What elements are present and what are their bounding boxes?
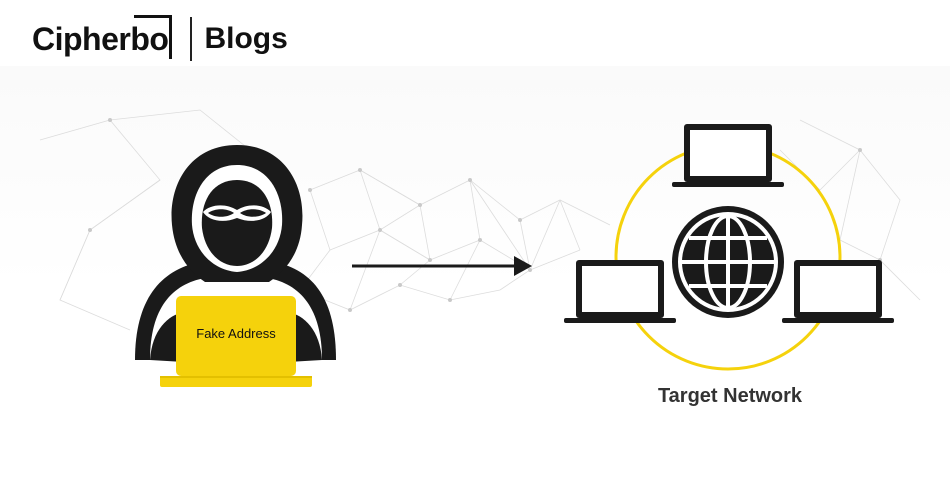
brand-logo[interactable]: Cipherbo <box>32 14 173 59</box>
laptop-icon-top <box>672 124 784 187</box>
target-label: Target Network <box>657 385 803 407</box>
attacker-laptop-icon <box>160 296 312 387</box>
globe-icon <box>672 206 784 318</box>
site-header: Cipherbo Blogs <box>32 12 288 66</box>
laptop-icon-left <box>564 260 676 323</box>
section-title[interactable]: Blogs <box>204 22 288 55</box>
laptop-icon-right <box>782 260 894 323</box>
header-divider <box>190 17 193 61</box>
brand-logo-frame <box>134 14 173 59</box>
brand-name: Cipherbo <box>32 20 169 57</box>
arrow-right-icon <box>352 256 532 276</box>
network-nodes <box>88 118 882 312</box>
attacker-label: Fake Address <box>196 326 276 341</box>
